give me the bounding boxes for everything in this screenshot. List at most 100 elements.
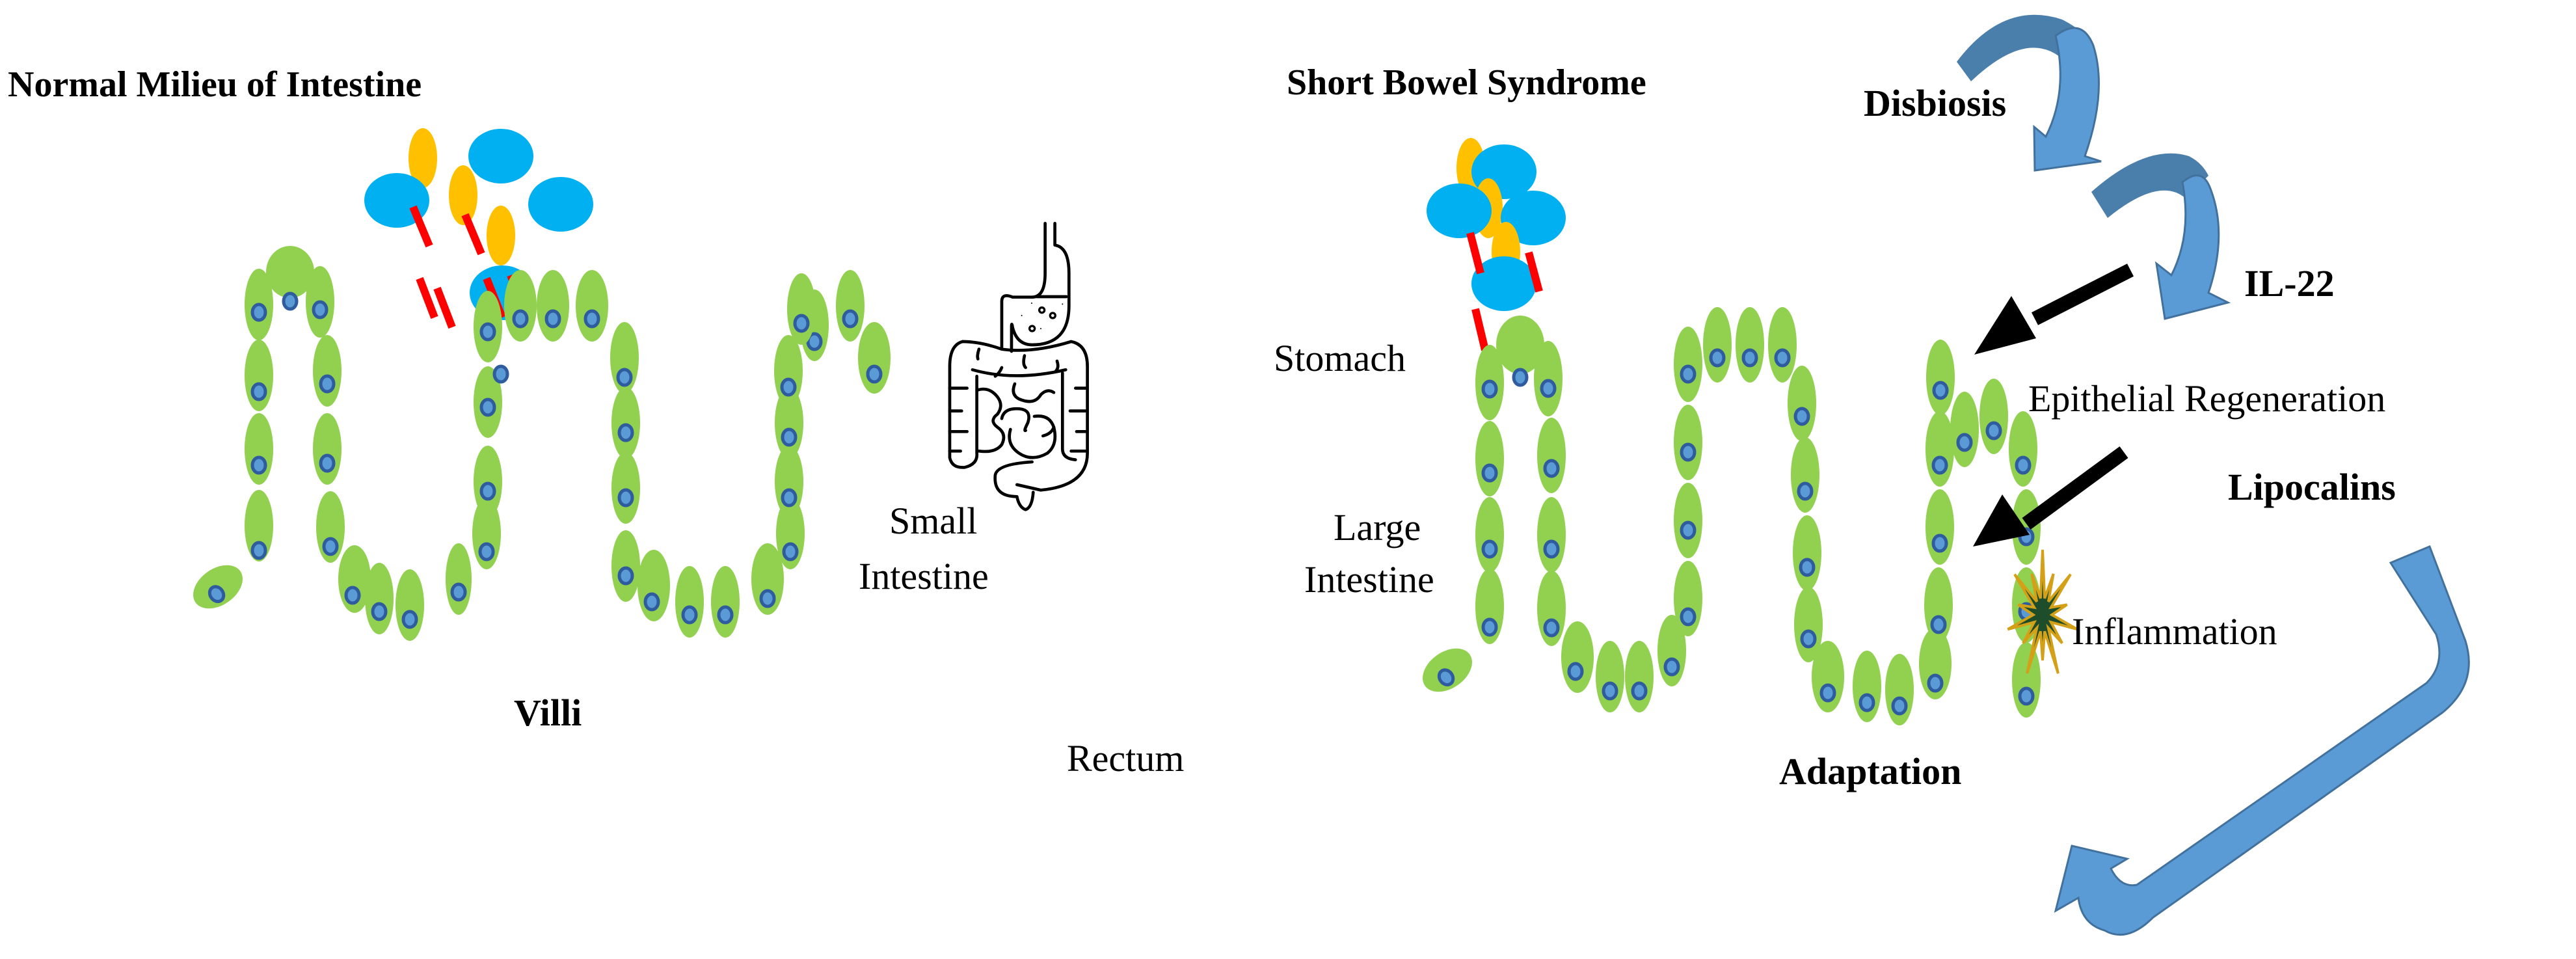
cell-nucleus <box>1543 618 1560 638</box>
cell-nucleus <box>450 582 467 602</box>
epithelial-cell <box>1423 648 1472 692</box>
left-panel-title: Normal Milieu of Intestine <box>8 64 422 105</box>
epithelial-cell <box>1736 307 1764 383</box>
cell-nucleus <box>643 592 660 612</box>
epithelial-cell <box>1925 489 1954 565</box>
barrier-dash <box>1471 308 1489 351</box>
cell-nucleus <box>1741 348 1758 368</box>
cell-body <box>2012 489 2041 565</box>
epithelial-cell <box>611 387 640 459</box>
cell-nucleus <box>1631 681 1648 701</box>
cell-body <box>751 543 784 615</box>
cell-nucleus <box>1819 683 1836 703</box>
small-intestine-label-line2: Intestine <box>859 555 989 597</box>
cell-nucleus <box>1680 520 1697 540</box>
epithelial-cell <box>396 569 424 641</box>
cell-body <box>266 246 314 298</box>
cell-nucleus <box>1927 673 1944 693</box>
cell-nucleus <box>1481 539 1498 559</box>
cell-nucleus <box>1858 693 1875 712</box>
cocci-bacterium <box>528 177 593 232</box>
cell-nucleus <box>492 364 509 384</box>
cell-nucleus <box>1932 381 1949 400</box>
cell-body <box>1926 340 1955 415</box>
cell-body <box>313 335 342 407</box>
cell-body <box>504 270 537 342</box>
cell-nucleus <box>681 605 698 625</box>
barrier-dash <box>433 286 456 329</box>
barrier-dash <box>1466 232 1484 275</box>
cell-nucleus <box>1956 433 1973 452</box>
cell-body <box>576 270 608 342</box>
epithelial-cell <box>787 273 816 345</box>
cell-nucleus <box>1481 379 1498 399</box>
cell-nucleus <box>617 566 634 586</box>
il22-to-lipocalins-curved-arrow <box>2091 153 2231 320</box>
inflammation-label: Inflammation <box>2072 610 2277 653</box>
rod-bacterium <box>449 165 477 225</box>
cell-body <box>611 530 640 602</box>
cell-nucleus <box>1930 615 1947 634</box>
cell-nucleus <box>208 585 226 604</box>
cell-body <box>1475 421 1504 496</box>
epithelial-cell <box>774 335 803 407</box>
cell-body <box>1793 515 1821 591</box>
cell-nucleus <box>782 542 799 561</box>
cell-body <box>396 569 424 641</box>
cell-nucleus <box>2018 686 2035 706</box>
cell-nucleus <box>401 610 418 629</box>
cell-nucleus <box>1797 481 1814 501</box>
epithelial-cell <box>1812 641 1844 712</box>
barrier-dash <box>1525 251 1543 293</box>
cell-body <box>1791 437 1819 513</box>
epithelial-cell <box>472 498 501 569</box>
cell-nucleus <box>617 423 634 442</box>
epithelial-cell <box>611 530 640 602</box>
epithelial-cell <box>1475 569 1504 644</box>
right-panel: Short Bowel Syndrome Adaptation Disbiosi… <box>1287 14 2470 936</box>
epithelial-cell <box>446 543 472 615</box>
epithelial-cell <box>1475 345 1504 420</box>
epithelial-cell <box>775 387 803 459</box>
lipocalins-label: Lipocalins <box>2228 466 2396 508</box>
cell-body <box>446 543 472 615</box>
epithelial-cell <box>611 452 640 524</box>
il22-to-regeneration-arrow <box>1974 263 2134 355</box>
cell-nucleus <box>319 453 336 473</box>
epithelial-cell <box>1768 307 1797 383</box>
epithelial-cell <box>1537 497 1566 573</box>
stomach-label: Stomach <box>1274 337 1406 379</box>
cell-nucleus <box>1567 662 1584 681</box>
disbiosis-label: Disbiosis <box>1864 82 2006 124</box>
cell-nucleus <box>616 368 633 387</box>
cell-body <box>1674 327 1702 402</box>
left-panel: Normal Milieu of Intestine Villi <box>8 64 891 734</box>
epithelial-cell <box>1625 641 1654 712</box>
epithelial-cell <box>537 270 569 342</box>
rod-bacterium <box>409 128 437 188</box>
epithelial-cell <box>1793 515 1821 591</box>
epithelial-cell <box>474 291 502 362</box>
cell-body <box>1925 489 1954 565</box>
cell-body <box>1596 641 1624 712</box>
epithelial-cell <box>610 322 639 394</box>
cell-nucleus <box>866 364 883 384</box>
epithelial-cell <box>2012 642 2041 718</box>
cell-body <box>1768 307 1797 383</box>
cell-nucleus <box>1602 681 1618 701</box>
epithelial-cell <box>1674 561 1702 636</box>
il22-label: IL-22 <box>2244 262 2335 304</box>
epithelial-cell <box>1534 341 1563 416</box>
epithelial-cell <box>1791 437 1819 513</box>
cell-nucleus <box>1800 629 1817 649</box>
cell-body <box>1703 307 1732 383</box>
cell-body <box>2012 642 2041 718</box>
cell-body <box>365 563 394 634</box>
cell-nucleus <box>1437 668 1455 687</box>
epithelial-cell <box>836 270 865 342</box>
cell-body <box>858 322 891 394</box>
cell-body <box>675 566 704 638</box>
epithelial-cell <box>711 566 740 638</box>
epithelial-cell <box>266 246 314 311</box>
epithelial-cell <box>245 269 273 340</box>
